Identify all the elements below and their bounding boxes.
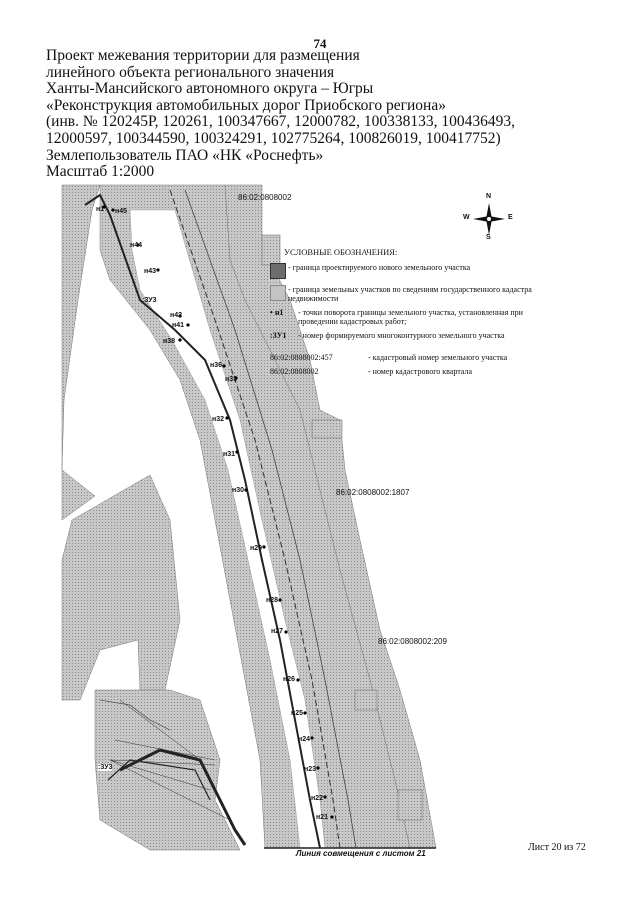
structure-box bbox=[354, 689, 378, 711]
road-centerline bbox=[169, 189, 341, 849]
existing-boundary-swatch bbox=[270, 284, 286, 301]
point-label: н21 bbox=[316, 814, 329, 821]
point-label: н23 bbox=[304, 766, 317, 773]
point-label: н32 bbox=[212, 416, 225, 423]
compass-north: N bbox=[486, 193, 492, 200]
legend-text: - кадастровый номер земельного участка bbox=[368, 352, 508, 362]
turn-point-key-text: н1 bbox=[274, 307, 284, 317]
sheet-number: Лист 20 из 72 bbox=[528, 842, 586, 853]
new-boundary-swatch bbox=[270, 262, 286, 279]
inset-overview-map bbox=[94, 689, 247, 851]
legend-text: - точки поворота границы земельного учас… bbox=[298, 307, 523, 327]
point-label: н42 bbox=[170, 312, 183, 319]
point-label: н30 bbox=[232, 487, 245, 494]
compass-rose: N S W E bbox=[463, 193, 513, 242]
zu-label-inset: :3У3 bbox=[98, 764, 113, 771]
legend-row-cad-quarter: 86:02:0808002 - номер кадастрового кварт… bbox=[270, 367, 550, 378]
point-label: н22 bbox=[311, 795, 324, 802]
legend-row-turn-point: • н1 - точки поворота границы земельного… bbox=[270, 308, 550, 327]
parcel-label-209: 86:02:0808002:209 bbox=[378, 637, 447, 646]
header-line: 12000597, 100344590, 100324291, 10277526… bbox=[46, 129, 501, 147]
cad-quarter-key: 86:02:0808002 bbox=[270, 366, 319, 376]
cad-number-key: 86:02:0808002:457 bbox=[270, 352, 333, 362]
point-label: н29 bbox=[250, 545, 263, 552]
header-line: Ханты-Мансийского автономного округа – Ю… bbox=[46, 80, 374, 98]
header-line: Землепользователь ПАО «НК «Роснефть» bbox=[46, 146, 324, 164]
zu-label-main: :3У3 bbox=[142, 297, 157, 304]
point-label: н25 bbox=[291, 710, 304, 717]
header-line: Проект межевания территории для размещен… bbox=[46, 47, 360, 64]
map-legend: УСЛОВНЫЕ ОБОЗНАЧЕНИЯ: - граница проектир… bbox=[270, 247, 550, 381]
legend-text: - номер формируемого многоконтурного зем… bbox=[298, 330, 505, 340]
header-line: линейного объекта регионального значения bbox=[46, 63, 335, 81]
document-header: Проект межевания территории для размещен… bbox=[46, 47, 606, 181]
compass-star-icon bbox=[473, 203, 505, 235]
point-label: н36 bbox=[210, 362, 223, 369]
point-label: н43 bbox=[144, 268, 157, 275]
page-number: 74 bbox=[313, 36, 327, 51]
existing-parcel-left-lower bbox=[61, 474, 181, 701]
legend-row-existing-boundary: - граница земельных участков по сведения… bbox=[270, 284, 550, 304]
point-label: н44 bbox=[130, 242, 143, 249]
point-label: н27 bbox=[271, 628, 284, 635]
turning-points bbox=[102, 205, 334, 819]
legend-row-cad-number: 86:02:0808002:457 - кадастровый номер зе… bbox=[270, 353, 550, 364]
compass-south: S bbox=[486, 234, 491, 241]
scale-label: Масштаб 1:2000 bbox=[46, 163, 155, 181]
legend-row-zu: :3У1 - номер формируемого многоконтурног… bbox=[270, 331, 550, 349]
legend-text: - номер кадастрового квартала bbox=[368, 366, 473, 376]
point-label: н41 bbox=[172, 322, 185, 329]
legend-text: - граница проектируемого нового земельно… bbox=[288, 262, 471, 272]
existing-parcel-right bbox=[224, 184, 437, 849]
point-label: н38 bbox=[163, 338, 176, 345]
combine-line-caption: Линия совмещения с листом 21 bbox=[296, 849, 426, 858]
header-line: «Реконструкция автомобильных дорог Приоб… bbox=[46, 96, 446, 114]
new-parcel-boundary bbox=[84, 193, 321, 849]
legend-row-new-boundary: - граница проектируемого нового земельно… bbox=[270, 262, 550, 281]
point-label: н1 bbox=[96, 206, 105, 213]
legend-title: УСЛОВНЫЕ ОБОЗНАЧЕНИЯ: bbox=[284, 247, 398, 257]
structure-box bbox=[397, 789, 423, 821]
legend-text: - граница земельных участков по сведения… bbox=[288, 284, 532, 304]
structure-box bbox=[311, 419, 343, 439]
quarter-label-top: 86:02:0808002 bbox=[238, 193, 292, 202]
point-label: н33 bbox=[225, 376, 238, 383]
point-label: н24 bbox=[298, 736, 311, 743]
existing-parcel-left-upper bbox=[61, 184, 101, 521]
compass-west: W bbox=[463, 214, 470, 221]
turn-point-key: • н1 bbox=[270, 307, 284, 317]
point-label: н28 bbox=[266, 597, 279, 604]
point-label: н31 bbox=[223, 451, 236, 458]
road-edge bbox=[184, 189, 357, 849]
zu-key: :3У1 bbox=[270, 330, 287, 340]
point-label: н26 bbox=[283, 676, 296, 683]
compass-east: E bbox=[508, 214, 513, 221]
parcel-label-1807: 86:02:0808002:1807 bbox=[336, 488, 410, 497]
header-line: (инв. № 120245Р, 120261, 100347667, 1200… bbox=[46, 113, 516, 131]
point-label: н45 bbox=[115, 208, 128, 215]
